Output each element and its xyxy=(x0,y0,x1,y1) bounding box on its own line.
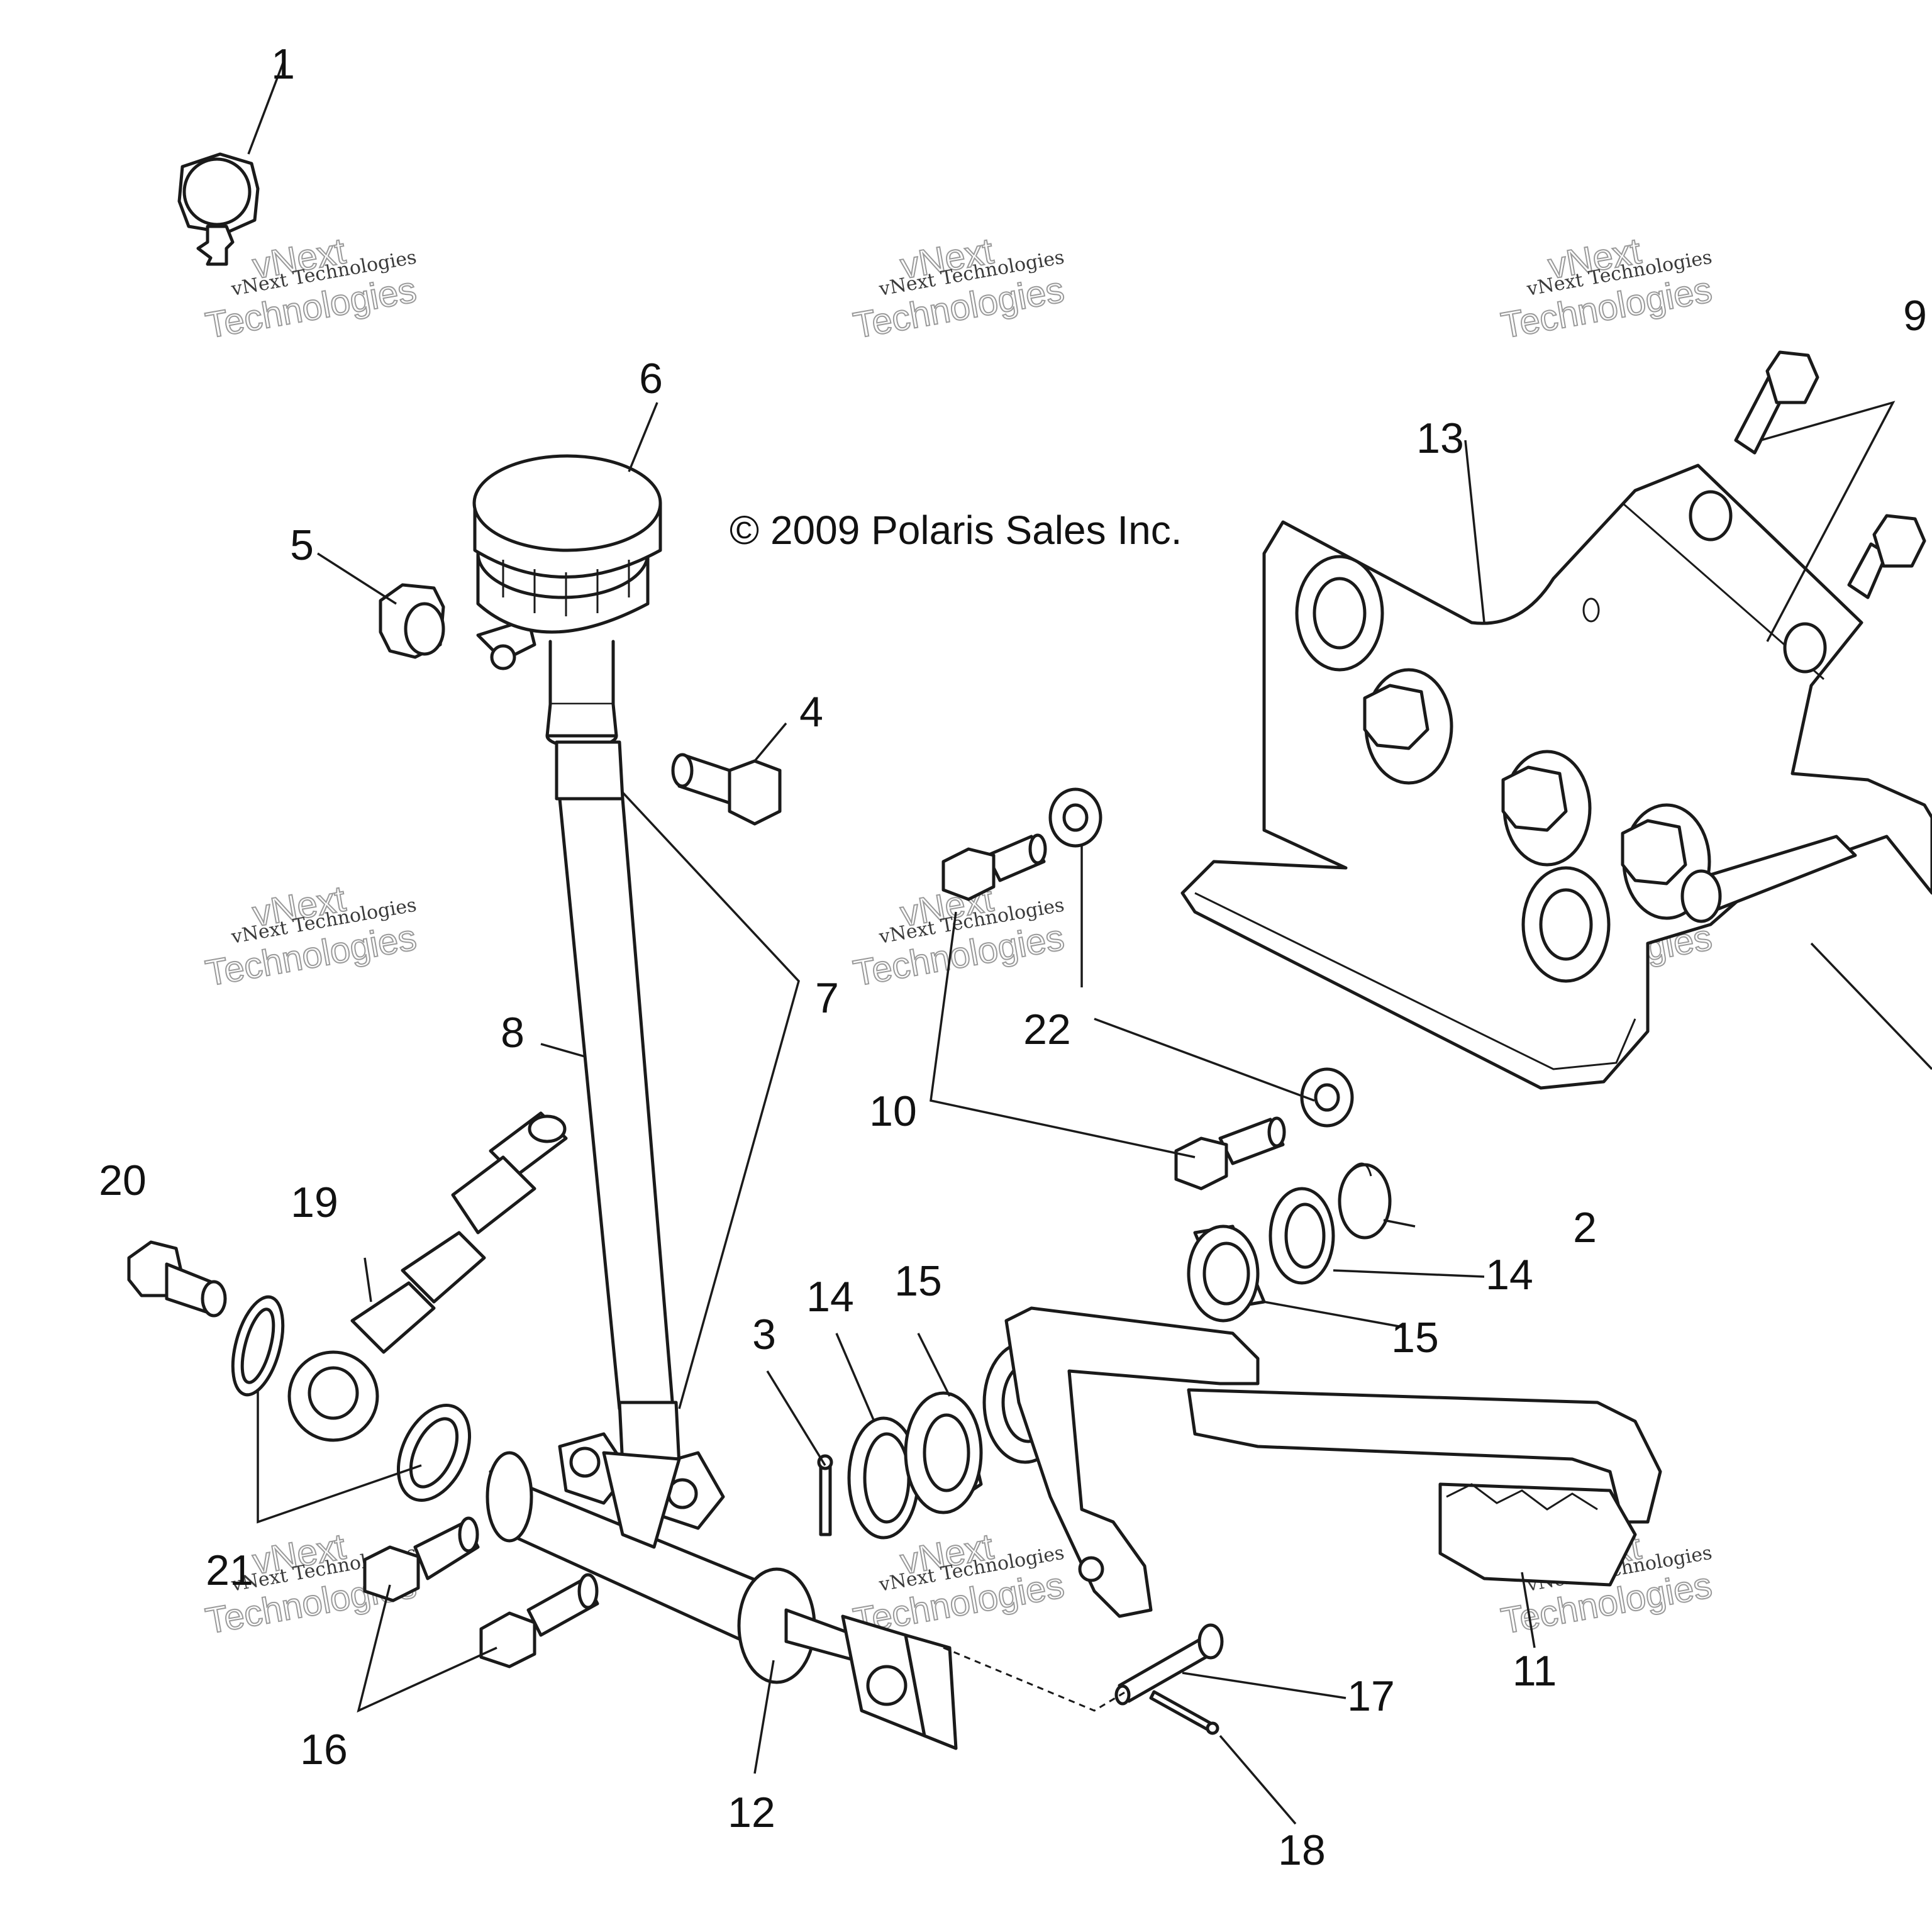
part-4-bolt xyxy=(671,753,782,826)
leader-lines xyxy=(247,62,1932,1825)
callout-3: 3 xyxy=(752,1311,776,1358)
callout-22: 22 xyxy=(1023,1006,1071,1053)
callout-15b: 15 xyxy=(1391,1314,1439,1362)
part-2-clip xyxy=(1338,1162,1392,1240)
part-13-bracket xyxy=(1180,464,1932,1090)
callout-14a: 14 xyxy=(806,1273,854,1321)
callout-12: 12 xyxy=(728,1789,775,1836)
part-6-reservoir xyxy=(472,454,662,749)
callout-5: 5 xyxy=(290,521,314,569)
part-16-bolts xyxy=(363,1516,599,1668)
callout-9: 9 xyxy=(1903,292,1927,340)
callout-7: 7 xyxy=(815,974,839,1022)
part-19-banjo-hose xyxy=(287,1111,568,1442)
callout-21: 21 xyxy=(206,1546,253,1594)
part-3-cotter xyxy=(817,1454,833,1536)
watermark-3: vNext vNext Technologies Technologies xyxy=(1497,230,1716,347)
callout-17: 17 xyxy=(1347,1672,1395,1720)
callout-8: 8 xyxy=(501,1009,525,1057)
callout-14b: 14 xyxy=(1485,1251,1533,1299)
callout-20: 20 xyxy=(99,1157,147,1204)
callout-16: 16 xyxy=(300,1726,348,1774)
part-15-bushing-right xyxy=(1187,1224,1266,1323)
part-21-washers xyxy=(231,1295,472,1502)
part-1-clip xyxy=(177,152,260,266)
callout-4: 4 xyxy=(799,688,823,736)
callout-18: 18 xyxy=(1278,1826,1326,1874)
copyright-text: © 2009 Polaris Sales Inc. xyxy=(730,508,1182,553)
part-9-bolts xyxy=(1734,350,1926,599)
part-14-washer-left xyxy=(847,1416,920,1540)
callout-11: 11 xyxy=(1513,1647,1557,1695)
part-5-nut xyxy=(379,583,445,659)
part-17-clevis-pin xyxy=(1114,1623,1224,1706)
callout-1: 1 xyxy=(271,40,295,88)
callout-2: 2 xyxy=(1573,1204,1597,1252)
part-20-banjo-bolt xyxy=(127,1240,227,1318)
callout-19: 19 xyxy=(291,1179,338,1226)
callout-13: 13 xyxy=(1416,414,1464,462)
part-11-brake-pedal xyxy=(1004,1306,1662,1618)
watermark-4: vNext vNext Technologies Technologies xyxy=(202,877,420,994)
callout-15a: 15 xyxy=(894,1257,942,1305)
callouts: 1 2 3 4 5 6 7 8 9 10 11 12 13 14 14 15 1… xyxy=(99,40,1927,1874)
part-10-bolt-lower xyxy=(1174,1116,1286,1191)
callout-10: 10 xyxy=(869,1087,917,1135)
part-10-bolt-upper xyxy=(941,833,1047,901)
part-14-washer-right xyxy=(1269,1187,1335,1285)
part-22-washer-lower xyxy=(1300,1067,1354,1128)
watermark-2: vNext vNext Technologies Technologies xyxy=(850,230,1068,347)
callout-6: 6 xyxy=(639,355,663,402)
part-18-cotter-pin xyxy=(1149,1690,1219,1735)
part-8-hose xyxy=(555,740,681,1467)
part-12-master-cylinder xyxy=(486,1432,958,1750)
part-22-washer-upper xyxy=(1048,787,1102,848)
